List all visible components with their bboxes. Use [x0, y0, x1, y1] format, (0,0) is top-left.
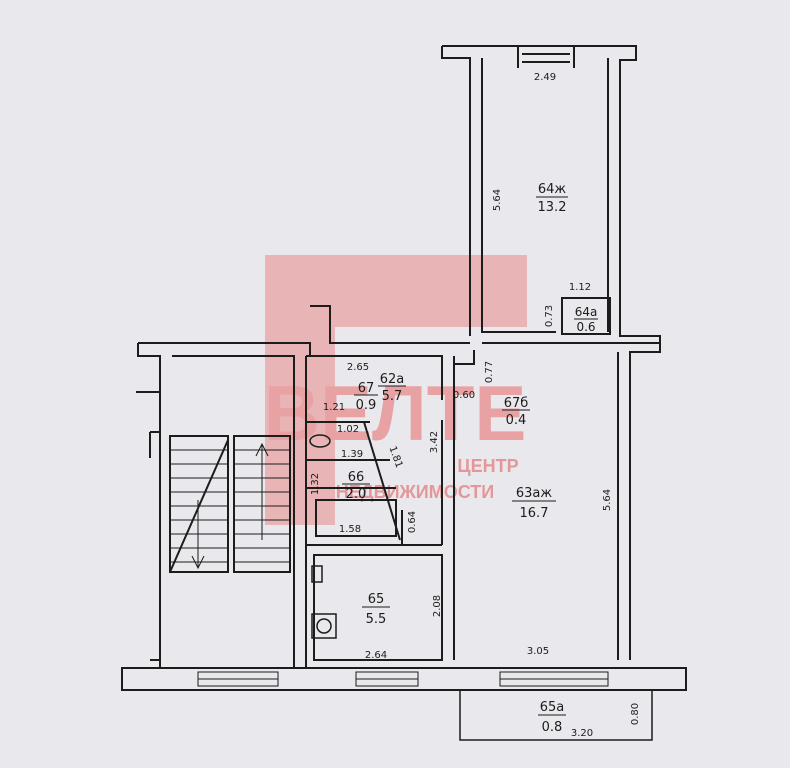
stove-icon [311, 613, 337, 639]
dim-132: 1.32 [310, 473, 321, 495]
room-62a-number: 62а [380, 372, 405, 387]
room-64a-number: 64а [575, 305, 598, 319]
room-63azh-area: 16.7 [520, 506, 549, 521]
dim-balcony65-width: 3.20 [571, 728, 593, 739]
balcony-65a [459, 690, 653, 741]
room-64a-area: 0.6 [576, 320, 595, 334]
room-66-area: 2.0 [346, 487, 367, 502]
dimension-labels: 2.49 5.64 1.12 0.73 2.65 0.77 0.60 1.21 … [310, 72, 641, 739]
dim-balcony65-depth: 0.80 [630, 703, 641, 725]
dim-room63-depth: 5.64 [602, 489, 613, 511]
watermark-brand: ВЕЛТЕ [264, 369, 527, 457]
dim-corridor-width: 2.65 [347, 362, 369, 373]
toilet-icon [309, 434, 331, 448]
dim-balcony64-width: 1.12 [569, 282, 591, 293]
dim-067: 0.60 [453, 390, 475, 401]
room-65-number: 65 [368, 592, 385, 607]
dim-room65-width: 2.64 [365, 650, 387, 661]
dim-064: 0.64 [407, 511, 418, 533]
dim-121: 1.21 [323, 402, 345, 413]
room-65-area: 5.5 [366, 612, 387, 627]
dim-158: 1.58 [339, 524, 361, 535]
dim-room65-depth: 2.08 [432, 595, 443, 617]
room-67b-area: 0.4 [506, 413, 527, 428]
bottom-windows [197, 671, 609, 687]
fixtures [309, 434, 337, 639]
room-62a-area: 5.7 [382, 389, 403, 404]
dim-room63-width: 3.05 [527, 646, 549, 657]
watermark-band-left [265, 255, 335, 525]
dim-top-width: 2.49 [534, 72, 556, 83]
room-67-number: 67 [358, 381, 375, 396]
room-64zh-number: 64ж [538, 182, 567, 197]
room-66-number: 66 [348, 470, 365, 485]
dim-67b-depth: 0.77 [484, 361, 495, 383]
room-63azh-number: 63аж [516, 486, 553, 501]
dim-102: 1.02 [337, 424, 359, 435]
room-67b-number: 67б [504, 396, 529, 411]
sink-icon [311, 565, 323, 583]
dim-342: 3.42 [429, 431, 440, 453]
room-64zh-area: 13.2 [538, 200, 567, 215]
walls [121, 45, 687, 691]
room-65a-area: 0.8 [542, 720, 563, 735]
room-67-area: 0.9 [356, 398, 377, 413]
room-65a-number: 65а [540, 700, 565, 715]
stair-treads [170, 442, 290, 570]
room-labels: 64ж 13.2 64а 0.6 62а 5.7 67 0.9 67б 0.4 … [342, 182, 598, 735]
dim-139: 1.39 [341, 449, 363, 460]
dim-balcony64-depth: 0.73 [544, 305, 555, 327]
dim-room64-depth: 5.64 [492, 189, 503, 211]
watermark-line1: ЦЕНТР [457, 456, 518, 476]
